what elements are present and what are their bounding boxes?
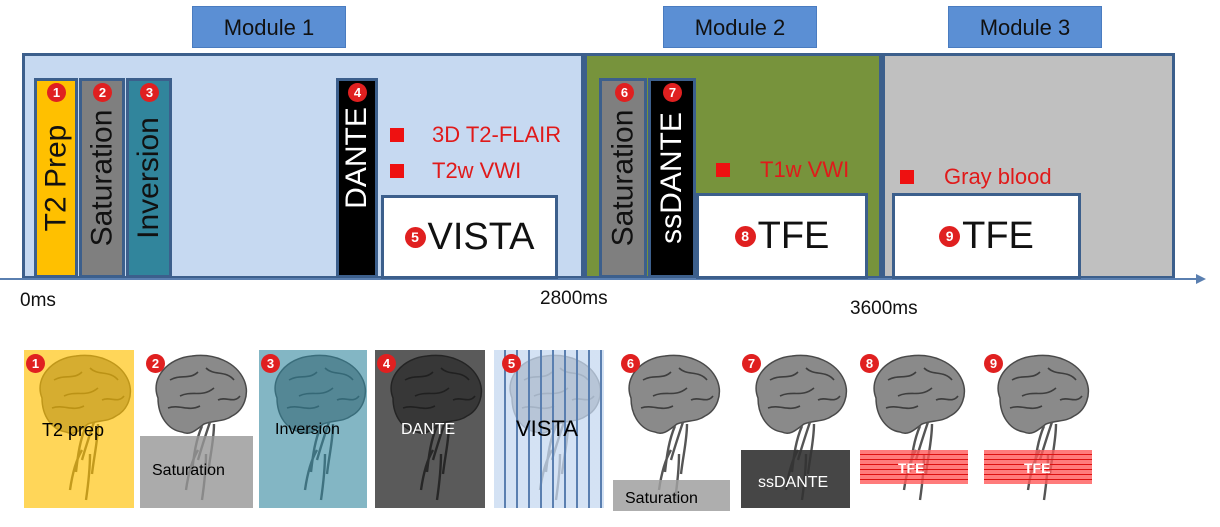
t2-prep-label: T2 Prep xyxy=(39,124,72,232)
thumb-1-label: T2 prep xyxy=(42,420,105,440)
step-8-marker: 8 xyxy=(734,225,756,247)
saturation-2-overlay xyxy=(613,480,730,511)
thumb-1-marker: 1 xyxy=(26,354,45,373)
thumb-5-label: VISTA xyxy=(516,416,578,441)
ssdante-label: ssDANTE xyxy=(655,112,688,244)
thumbnail-tfe-1: 8 TFE xyxy=(858,350,968,508)
step-9-marker: 9 xyxy=(939,225,961,247)
ssdante-bar: ssDANTE xyxy=(648,78,696,278)
saturation-2-label: Saturation xyxy=(606,109,640,247)
thumb-3-marker: 3 xyxy=(261,354,280,373)
dante-label: DANTE xyxy=(340,107,373,209)
time-label-module3: 3600ms xyxy=(850,298,918,319)
dante-bar: DANTE xyxy=(336,78,378,278)
step-3-marker: 3 xyxy=(140,83,159,102)
t2w-bullet xyxy=(390,164,404,178)
t2w-label: T2w VWI xyxy=(432,158,522,183)
thumb-3-label: Inversion xyxy=(275,421,340,438)
thumb-7-label: ssDANTE xyxy=(758,474,829,491)
thumb-8-marker: 8 xyxy=(860,354,879,373)
t2-prep-overlay xyxy=(24,350,134,508)
time-label-start: 0ms xyxy=(20,290,56,311)
saturation-overlay xyxy=(140,436,253,508)
step-5-marker: 5 xyxy=(404,226,426,248)
thumb-9-marker: 9 xyxy=(984,354,1003,373)
tfe-label-2: TFE xyxy=(962,214,1034,257)
inversion-bar: Inversion xyxy=(126,78,172,278)
thumbnail-saturation-2: 6 Saturation xyxy=(613,350,730,511)
brain-image xyxy=(872,354,966,502)
module-2-label: Module 2 xyxy=(663,6,817,48)
thumb-7-marker: 7 xyxy=(742,354,761,373)
flair-bullet xyxy=(390,128,404,142)
saturation-bar: Saturation xyxy=(79,78,125,278)
step-2-marker: 2 xyxy=(93,83,112,102)
vista-overlay xyxy=(494,350,604,508)
thumb-8-label: TFE xyxy=(898,460,925,476)
thumbnail-inversion: 3 Inversion xyxy=(259,350,369,508)
module-1-label: Module 1 xyxy=(192,6,346,48)
step-1-marker: 1 xyxy=(47,83,66,102)
t2-prep-bar: T2 Prep xyxy=(34,78,78,278)
thumbnail-tfe-2: 9 TFE xyxy=(982,350,1092,508)
step-6-marker: 6 xyxy=(615,83,634,102)
thumbnail-vista: 5 VISTA xyxy=(494,350,604,508)
tfe-readout-box-2: 9 TFE xyxy=(892,193,1081,279)
tfe-label-1: TFE xyxy=(757,214,830,257)
vista-readout-box: 5 VISTA xyxy=(381,195,558,279)
thumbnail-saturation: 2 Saturation xyxy=(140,350,253,508)
saturation-2-bar: Saturation xyxy=(599,78,647,278)
thumb-6-label: Saturation xyxy=(625,490,698,507)
tfe-2-overlay xyxy=(984,450,1092,484)
thumbnail-t2-prep: 1 T2 prep xyxy=(24,350,134,508)
tfe-readout-box-1: 8 TFE xyxy=(696,193,868,279)
step-4-marker: 4 xyxy=(348,83,367,102)
gray-blood-bullet xyxy=(900,170,914,184)
inversion-label: Inversion xyxy=(132,117,166,239)
thumbnail-ssdante: 7 ssDANTE xyxy=(740,350,850,508)
thumb-9-label: TFE xyxy=(1024,460,1051,476)
timeline-axis xyxy=(0,274,1206,284)
thumb-2-label: Saturation xyxy=(152,462,225,479)
thumbnail-dante: 4 DANTE xyxy=(375,350,485,508)
thumb-4-marker: 4 xyxy=(377,354,396,373)
ssdante-overlay xyxy=(741,450,850,508)
thumb-4-label: DANTE xyxy=(401,421,456,438)
t1w-label: T1w VWI xyxy=(760,157,850,182)
thumb-2-marker: 2 xyxy=(146,354,165,373)
gray-blood-label: Gray blood xyxy=(944,164,1052,189)
saturation-label: Saturation xyxy=(85,109,119,247)
thumb-6-marker: 6 xyxy=(621,354,640,373)
time-label-module2: 2800ms xyxy=(540,288,608,309)
brain-image xyxy=(996,354,1090,502)
dante-overlay xyxy=(375,350,485,508)
tfe-1-overlay xyxy=(860,450,968,484)
thumb-5-marker: 5 xyxy=(502,354,521,373)
module-3-label: Module 3 xyxy=(948,6,1102,48)
step-7-marker: 7 xyxy=(663,83,682,102)
t1w-bullet xyxy=(716,163,730,177)
inversion-overlay xyxy=(259,350,367,508)
flair-label: 3D T2-FLAIR xyxy=(432,122,562,147)
vista-label: VISTA xyxy=(427,215,535,258)
